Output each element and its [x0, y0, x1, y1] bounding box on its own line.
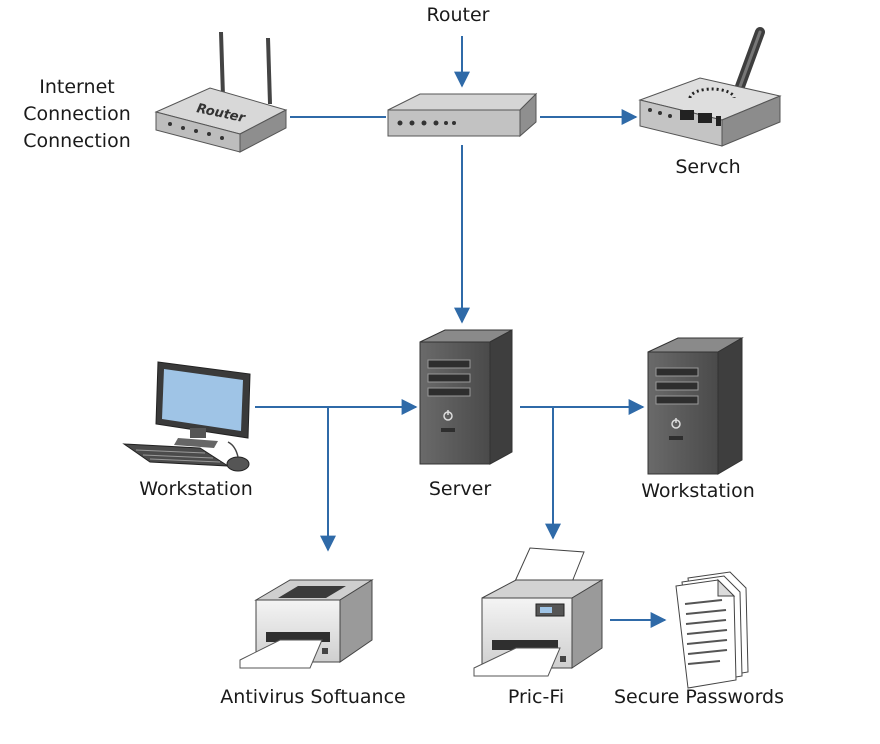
internet-line-1: Internet: [39, 76, 115, 98]
desktop-computer-icon: [122, 361, 251, 472]
internet-connection-label: Internet Connection Connection: [18, 74, 136, 155]
internet-line-3: Connection: [23, 130, 131, 152]
tower-server-icon: [419, 329, 513, 465]
workstation-left-label: Workstation: [139, 478, 253, 500]
printer-right-icon: [473, 547, 604, 677]
connectors: [255, 36, 667, 628]
workstation-tower-icon: [647, 337, 744, 475]
document-stack-icon: [675, 571, 749, 689]
workstation-right-label: Workstation: [641, 480, 755, 502]
network-switch-icon: [387, 92, 538, 138]
printer-left-icon: [239, 579, 374, 669]
wireless-router-icon: Router: [154, 31, 288, 153]
printer-right-label: Pric-Fi: [507, 686, 565, 708]
wireless-access-point-icon: [638, 27, 782, 147]
document-label: Secure Passwords: [613, 686, 785, 708]
server-label: Server: [428, 478, 492, 500]
internet-line-2: Connection: [23, 103, 131, 125]
switch-label: Servch: [675, 156, 741, 178]
router-label: Router: [426, 4, 490, 26]
printer-left-label: Antivirus Softuance: [220, 686, 406, 708]
